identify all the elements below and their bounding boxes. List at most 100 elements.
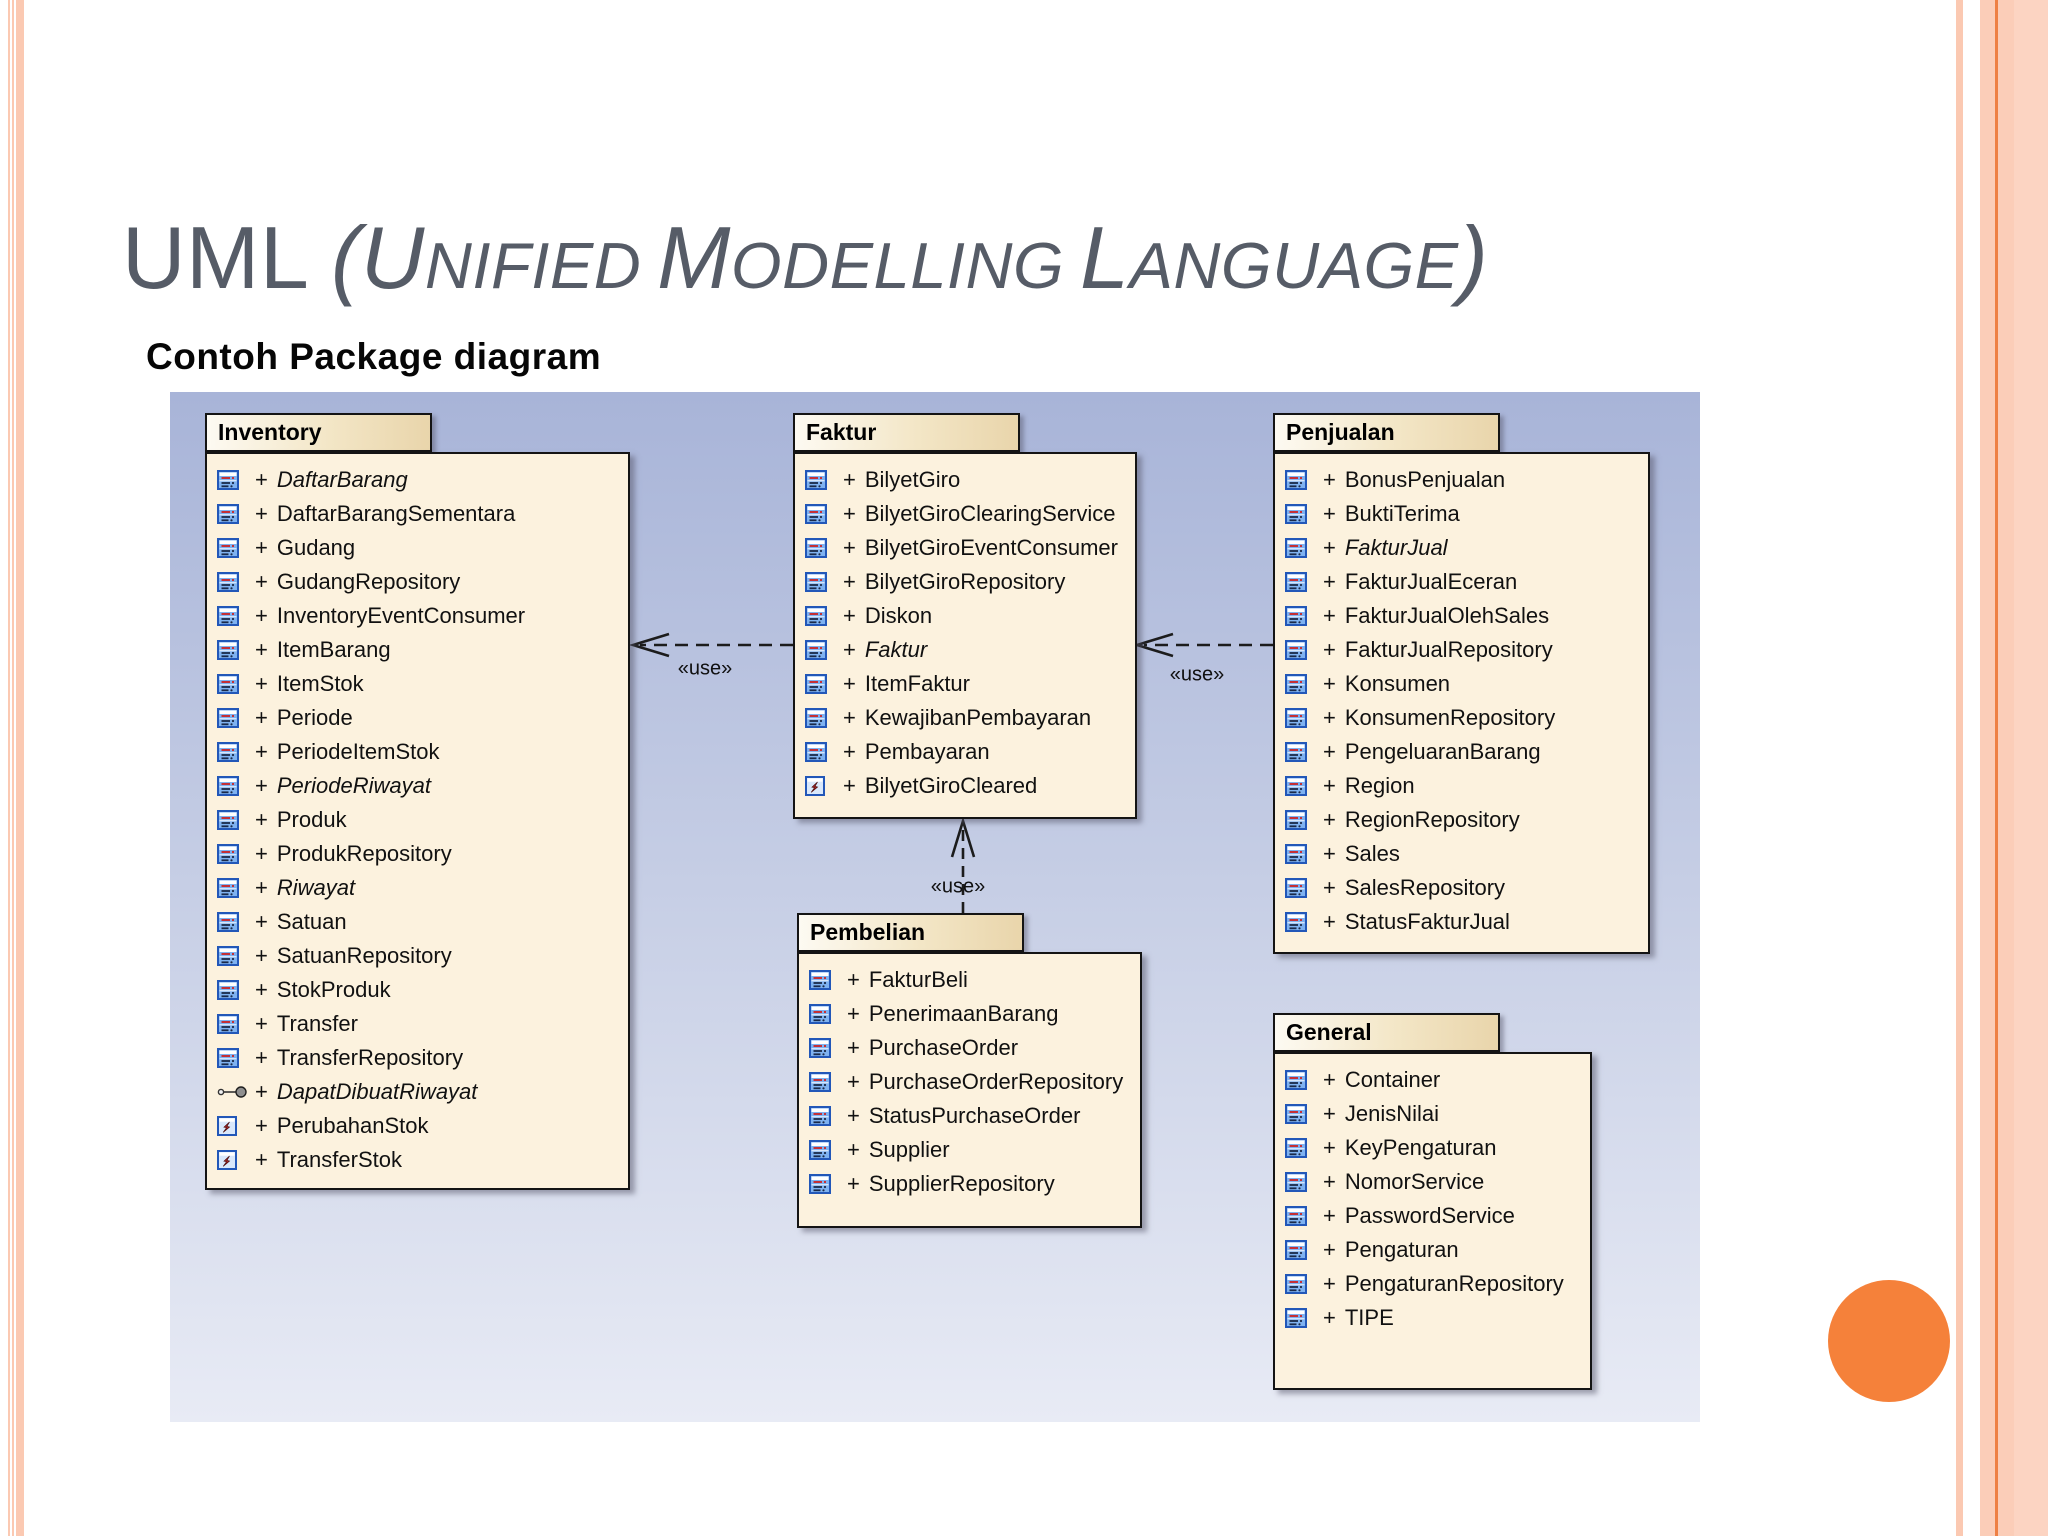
visibility-plus: + [1323, 671, 1336, 696]
member-row: + ItemFaktur [795, 667, 1135, 701]
right-border-stripes [1956, 0, 2048, 1536]
signal-icon [805, 776, 843, 796]
class-icon [217, 640, 255, 660]
member-row: + FakturJual [1275, 531, 1648, 565]
visibility-plus: + [1323, 1271, 1336, 1296]
visibility-plus: + [255, 977, 268, 1002]
title-word1-cap: U [360, 208, 425, 307]
visibility-plus: + [843, 501, 856, 526]
member-label: StatusFakturJual [1344, 909, 1510, 934]
member-row: + PerubahanStok [207, 1109, 628, 1143]
member-row: + Supplier [799, 1133, 1140, 1167]
class-icon [805, 572, 843, 592]
member-label: PurchaseOrder [868, 1035, 1019, 1060]
visibility-plus: + [255, 603, 268, 628]
member-row: + Faktur [795, 633, 1135, 667]
class-icon [217, 776, 255, 796]
member-row: + PenerimaanBarang [799, 997, 1140, 1031]
use-arrow-faktur-to-inventory [628, 632, 793, 658]
member-label: Gudang [276, 535, 356, 560]
visibility-plus: + [843, 603, 856, 628]
member-label: SatuanRepository [276, 943, 452, 968]
visibility-plus: + [255, 569, 268, 594]
visibility-plus: + [1323, 1135, 1336, 1160]
class-icon [1285, 1138, 1323, 1158]
visibility-plus: + [1323, 467, 1336, 492]
package-tab: Penjualan [1273, 413, 1500, 452]
class-icon [217, 470, 255, 490]
class-icon [1285, 606, 1323, 626]
class-icon [1285, 470, 1323, 490]
member-row: + PeriodeRiwayat [207, 769, 628, 803]
member-row: + Pembayaran [795, 735, 1135, 769]
visibility-plus: + [1323, 807, 1336, 832]
visibility-plus: + [1323, 603, 1336, 628]
visibility-plus: + [1323, 1203, 1336, 1228]
visibility-plus: + [1323, 1305, 1336, 1330]
member-label: FakturJualEceran [1344, 569, 1518, 594]
member-row: + KewajibanPembayaran [795, 701, 1135, 735]
visibility-plus: + [1323, 875, 1336, 900]
class-icon [217, 946, 255, 966]
member-row: + InventoryEventConsumer [207, 599, 628, 633]
visibility-plus: + [255, 671, 268, 696]
member-label: Diskon [864, 603, 933, 628]
member-row: + PurchaseOrder [799, 1031, 1140, 1065]
signal-icon [217, 1150, 255, 1170]
visibility-plus: + [847, 1069, 860, 1094]
member-label: SupplierRepository [868, 1171, 1055, 1196]
member-label: InventoryEventConsumer [276, 603, 526, 628]
member-row: + ItemBarang [207, 633, 628, 667]
member-label: Satuan [276, 909, 347, 934]
left-border-stripes [0, 0, 30, 1536]
member-row: + Produk [207, 803, 628, 837]
visibility-plus: + [255, 1079, 268, 1104]
visibility-plus: + [847, 1035, 860, 1060]
member-label: Periode [276, 705, 353, 730]
member-label: PeriodeRiwayat [276, 773, 431, 798]
visibility-plus: + [843, 637, 856, 662]
package-name: Pembelian [810, 919, 926, 945]
visibility-plus: + [255, 909, 268, 934]
member-row: + BilyetGiro [795, 463, 1135, 497]
slide-subtitle: Contoh Package diagram [146, 336, 602, 377]
class-icon [809, 1038, 847, 1058]
class-icon [805, 538, 843, 558]
class-icon [1285, 1172, 1323, 1192]
accent-circle [1828, 1280, 1950, 1402]
class-icon [217, 674, 255, 694]
use-stereotype-label-2: «use» [1169, 663, 1225, 686]
member-row: + SupplierRepository [799, 1167, 1140, 1201]
title-word3-rest: ANGUAGE [1129, 229, 1459, 302]
member-row: + Sales [1275, 837, 1648, 871]
class-icon [805, 470, 843, 490]
class-icon [217, 878, 255, 898]
member-row: + KonsumenRepository [1275, 701, 1648, 735]
member-label: PasswordService [1344, 1203, 1515, 1228]
class-icon [1285, 1070, 1323, 1090]
member-row: + DaftarBarang [207, 463, 628, 497]
visibility-plus: + [1323, 841, 1336, 866]
class-icon [217, 912, 255, 932]
class-icon [217, 1014, 255, 1034]
member-row: + TransferStok [207, 1143, 628, 1177]
member-row: + FakturJualEceran [1275, 565, 1648, 599]
visibility-plus: + [843, 739, 856, 764]
visibility-plus: + [1323, 1067, 1336, 1092]
member-row: + DaftarBarangSementara [207, 497, 628, 531]
class-icon [805, 708, 843, 728]
member-label: FakturJualRepository [1344, 637, 1553, 662]
member-label: BilyetGiroEventConsumer [864, 535, 1118, 560]
class-icon [805, 674, 843, 694]
visibility-plus: + [255, 535, 268, 560]
class-icon [1285, 844, 1323, 864]
title-close-paren: ) [1458, 208, 1489, 307]
class-icon [805, 504, 843, 524]
member-row: + Konsumen [1275, 667, 1648, 701]
visibility-plus: + [843, 705, 856, 730]
member-label: TransferStok [276, 1147, 402, 1172]
member-label: PengaturanRepository [1344, 1271, 1564, 1296]
member-label: TransferRepository [276, 1045, 464, 1070]
visibility-plus: + [843, 467, 856, 492]
